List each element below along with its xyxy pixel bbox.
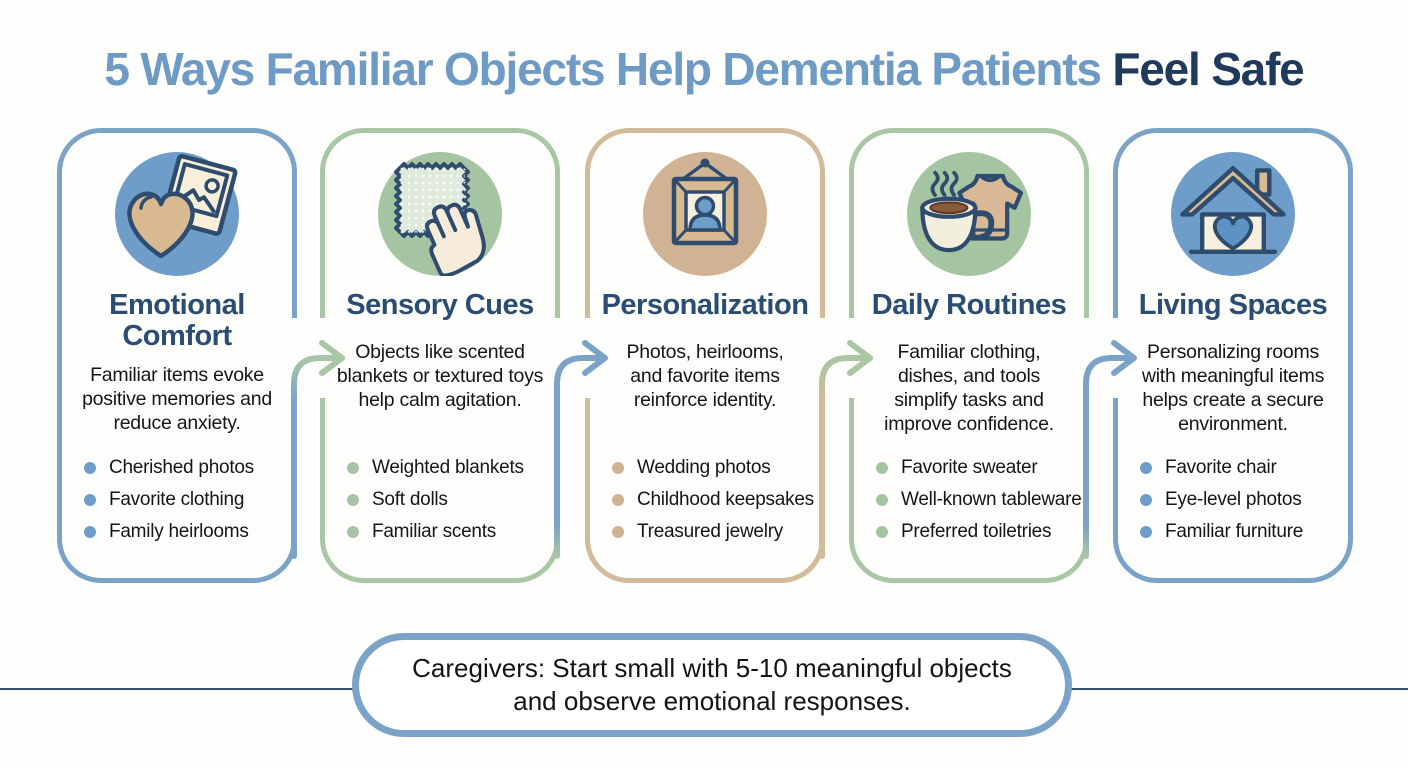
bullet-item: Eye-level photos bbox=[1140, 484, 1303, 516]
bullet-dot bbox=[1140, 462, 1152, 474]
border-gap bbox=[1082, 318, 1091, 398]
card-description: Personalizing rooms with meaningful item… bbox=[1141, 341, 1325, 435]
bullet-item: Soft dolls bbox=[347, 484, 524, 516]
bullet-label: Preferred toiletries bbox=[901, 521, 1052, 542]
house-heart-icon bbox=[1171, 152, 1295, 276]
bullet-item: Favorite sweater bbox=[876, 452, 1082, 484]
bullet-dot bbox=[876, 494, 888, 506]
bullet-list: Wedding photos Childhood keepsakes Treas… bbox=[612, 452, 814, 548]
border-gap bbox=[583, 318, 592, 398]
fabric-hand-icon bbox=[378, 152, 502, 278]
border-gap bbox=[318, 318, 327, 398]
bullet-dot bbox=[1140, 494, 1152, 506]
bullet-dot bbox=[612, 462, 624, 474]
bullet-item: Favorite chair bbox=[1140, 452, 1303, 484]
page-title: 5 Ways Familiar Objects Help Dementia Pa… bbox=[0, 42, 1408, 96]
card-emotional-comfort: Emotional Comfort Familiar items evoke p… bbox=[57, 128, 297, 583]
card-description: Objects like scented blankets or texture… bbox=[336, 341, 544, 411]
border-gap bbox=[847, 318, 856, 398]
bullet-label: Familiar furniture bbox=[1165, 521, 1304, 542]
bullet-label: Well-known tableware bbox=[901, 489, 1082, 510]
bullet-list: Favorite sweater Well-known tableware Pr… bbox=[876, 452, 1082, 548]
cup-sweater-icon bbox=[907, 152, 1031, 276]
border-gap bbox=[818, 318, 827, 398]
bullet-item: Familiar furniture bbox=[1140, 516, 1303, 548]
bullet-label: Childhood keepsakes bbox=[637, 489, 814, 510]
bullet-label: Eye-level photos bbox=[1165, 489, 1302, 510]
bullet-item: Preferred toiletries bbox=[876, 516, 1082, 548]
bullet-label: Cherished photos bbox=[109, 457, 254, 478]
border-gap bbox=[290, 318, 299, 398]
bullet-item: Cherished photos bbox=[84, 452, 254, 484]
card-title: Sensory Cues bbox=[346, 289, 534, 321]
card-title: Personalization bbox=[601, 289, 809, 321]
bullet-dot bbox=[84, 526, 96, 538]
title-highlight: Feel Safe bbox=[1112, 43, 1304, 95]
bullet-item: Familiar scents bbox=[347, 516, 524, 548]
bullet-label: Weighted blankets bbox=[372, 457, 524, 478]
bullet-dot bbox=[876, 526, 888, 538]
bullet-label: Favorite sweater bbox=[901, 457, 1038, 478]
bullet-item: Childhood keepsakes bbox=[612, 484, 814, 516]
bullet-dot bbox=[612, 494, 624, 506]
bullet-item: Treasured jewelry bbox=[612, 516, 814, 548]
bullet-list: Favorite chair Eye-level photos Familiar… bbox=[1140, 452, 1303, 548]
bullet-dot bbox=[1140, 526, 1152, 538]
bullet-item: Favorite clothing bbox=[84, 484, 254, 516]
bullet-item: Family heirlooms bbox=[84, 516, 254, 548]
bullet-item: Wedding photos bbox=[612, 452, 814, 484]
caregiver-note-text: Caregivers: Start small with 5-10 meanin… bbox=[412, 653, 1012, 716]
heart-photo-icon bbox=[115, 152, 239, 276]
framed-portrait-icon bbox=[643, 152, 767, 276]
card-title: Daily Routines bbox=[871, 289, 1067, 321]
bullet-label: Familiar scents bbox=[372, 521, 496, 542]
bullet-label: Wedding photos bbox=[637, 457, 771, 478]
bullet-list: Cherished photos Favorite clothing Famil… bbox=[84, 452, 254, 548]
card-title: Emotional Comfort bbox=[109, 289, 245, 352]
bullet-label: Favorite clothing bbox=[109, 489, 245, 510]
bullet-label: Soft dolls bbox=[372, 489, 448, 510]
card-title: Living Spaces bbox=[1138, 289, 1328, 321]
bullet-label: Treasured jewelry bbox=[637, 521, 784, 542]
bullet-label: Favorite chair bbox=[1165, 457, 1277, 478]
card-living-spaces: Living Spaces Personalizing rooms with m… bbox=[1113, 128, 1353, 583]
card-description: Photos, heirlooms, and favorite items re… bbox=[626, 341, 784, 411]
bullet-label: Family heirlooms bbox=[109, 521, 249, 542]
bullet-item: Well-known tableware bbox=[876, 484, 1082, 516]
card-description: Familiar items evoke positive memories a… bbox=[82, 364, 272, 434]
card-daily-routines: Daily Routines Familiar clothing, dishes… bbox=[849, 128, 1089, 583]
bullet-dot bbox=[876, 462, 888, 474]
bullet-dot bbox=[347, 462, 359, 474]
bullet-dot bbox=[347, 526, 359, 538]
bullet-dot bbox=[84, 494, 96, 506]
caregiver-note: Caregivers: Start small with 5-10 meanin… bbox=[352, 633, 1072, 737]
bullet-dot bbox=[612, 526, 624, 538]
card-personalization: Personalization Photos, heirlooms, and f… bbox=[585, 128, 825, 583]
border-gap bbox=[1111, 318, 1120, 398]
border-gap bbox=[553, 318, 562, 398]
card-description: Familiar clothing, dishes, and tools sim… bbox=[884, 341, 1054, 435]
title-main: 5 Ways Familiar Objects Help Dementia Pa… bbox=[104, 43, 1102, 95]
bullet-list: Weighted blankets Soft dolls Familiar sc… bbox=[347, 452, 524, 548]
bullet-dot bbox=[347, 494, 359, 506]
card-sensory-cues: Sensory Cues Objects like scented blanke… bbox=[320, 128, 560, 583]
bullet-item: Weighted blankets bbox=[347, 452, 524, 484]
bullet-dot bbox=[84, 462, 96, 474]
